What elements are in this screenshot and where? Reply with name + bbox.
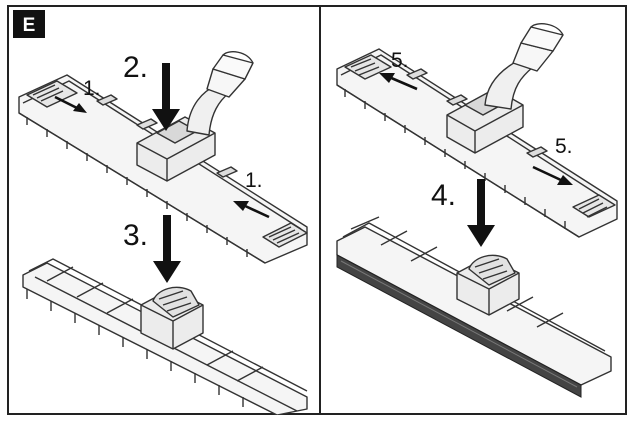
step-label-1a: 1.: [83, 77, 101, 100]
arrow-step-2: [152, 63, 180, 131]
step-label-2: 2.: [123, 51, 148, 84]
rubber-strip: [336, 254, 582, 398]
left-panel: 1. 2. 1. 3.: [18, 51, 308, 415]
step-label-5b: 5.: [555, 135, 573, 158]
step-label-4: 4.: [431, 179, 456, 212]
figure-label-badge: E: [13, 10, 45, 38]
floor-nozzle-bottom: [22, 258, 308, 415]
right-panel: 5. 5. 4.: [336, 23, 618, 398]
arrow-step-1b: [233, 201, 270, 219]
arrow-step-1a: [54, 95, 87, 113]
instruction-diagram: E: [7, 5, 627, 415]
arrow-step-5b: [532, 165, 573, 185]
step-label-1b: 1.: [245, 169, 263, 192]
floor-nozzle-top: [18, 51, 308, 264]
floor-nozzle-bottom-right: [336, 216, 612, 386]
arrow-step-4: [467, 179, 495, 247]
step-label-5a: 5.: [391, 49, 409, 72]
outer-border: [7, 5, 627, 415]
arrow-step-5a: [379, 73, 418, 91]
figure-label: E: [23, 15, 36, 36]
rubber-strip-highlight: [340, 260, 578, 388]
floor-nozzle-top-right: [336, 23, 618, 238]
arrow-step-3: [153, 215, 181, 283]
step-label-3: 3.: [123, 219, 148, 252]
